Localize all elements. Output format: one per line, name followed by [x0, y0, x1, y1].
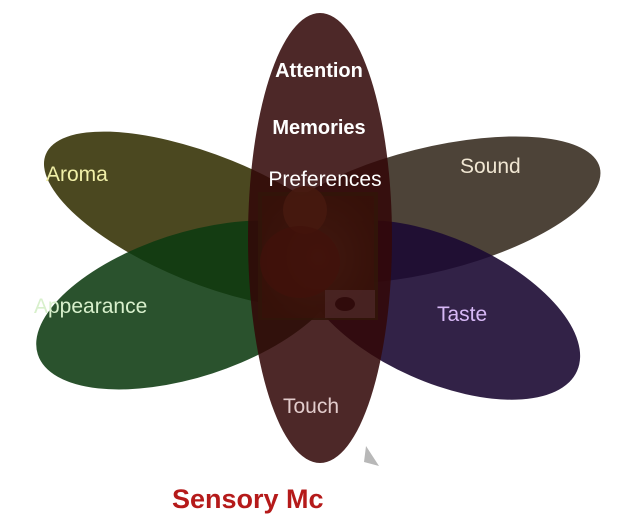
decorative-wedge	[364, 446, 379, 466]
label-sound: Sound	[460, 155, 521, 178]
label-touch: Touch	[283, 395, 339, 418]
label-taste: Taste	[437, 303, 487, 326]
petal-central	[248, 13, 392, 463]
label-aroma: Aroma	[46, 163, 108, 186]
title-fade-overlay	[330, 476, 440, 518]
label-attention: Attention	[275, 60, 363, 82]
label-appearance: Appearance	[34, 295, 147, 318]
slide-title: Sensory Mc	[172, 484, 324, 514]
label-memories: Memories	[272, 117, 365, 139]
label-preferences: Preferences	[268, 168, 381, 191]
